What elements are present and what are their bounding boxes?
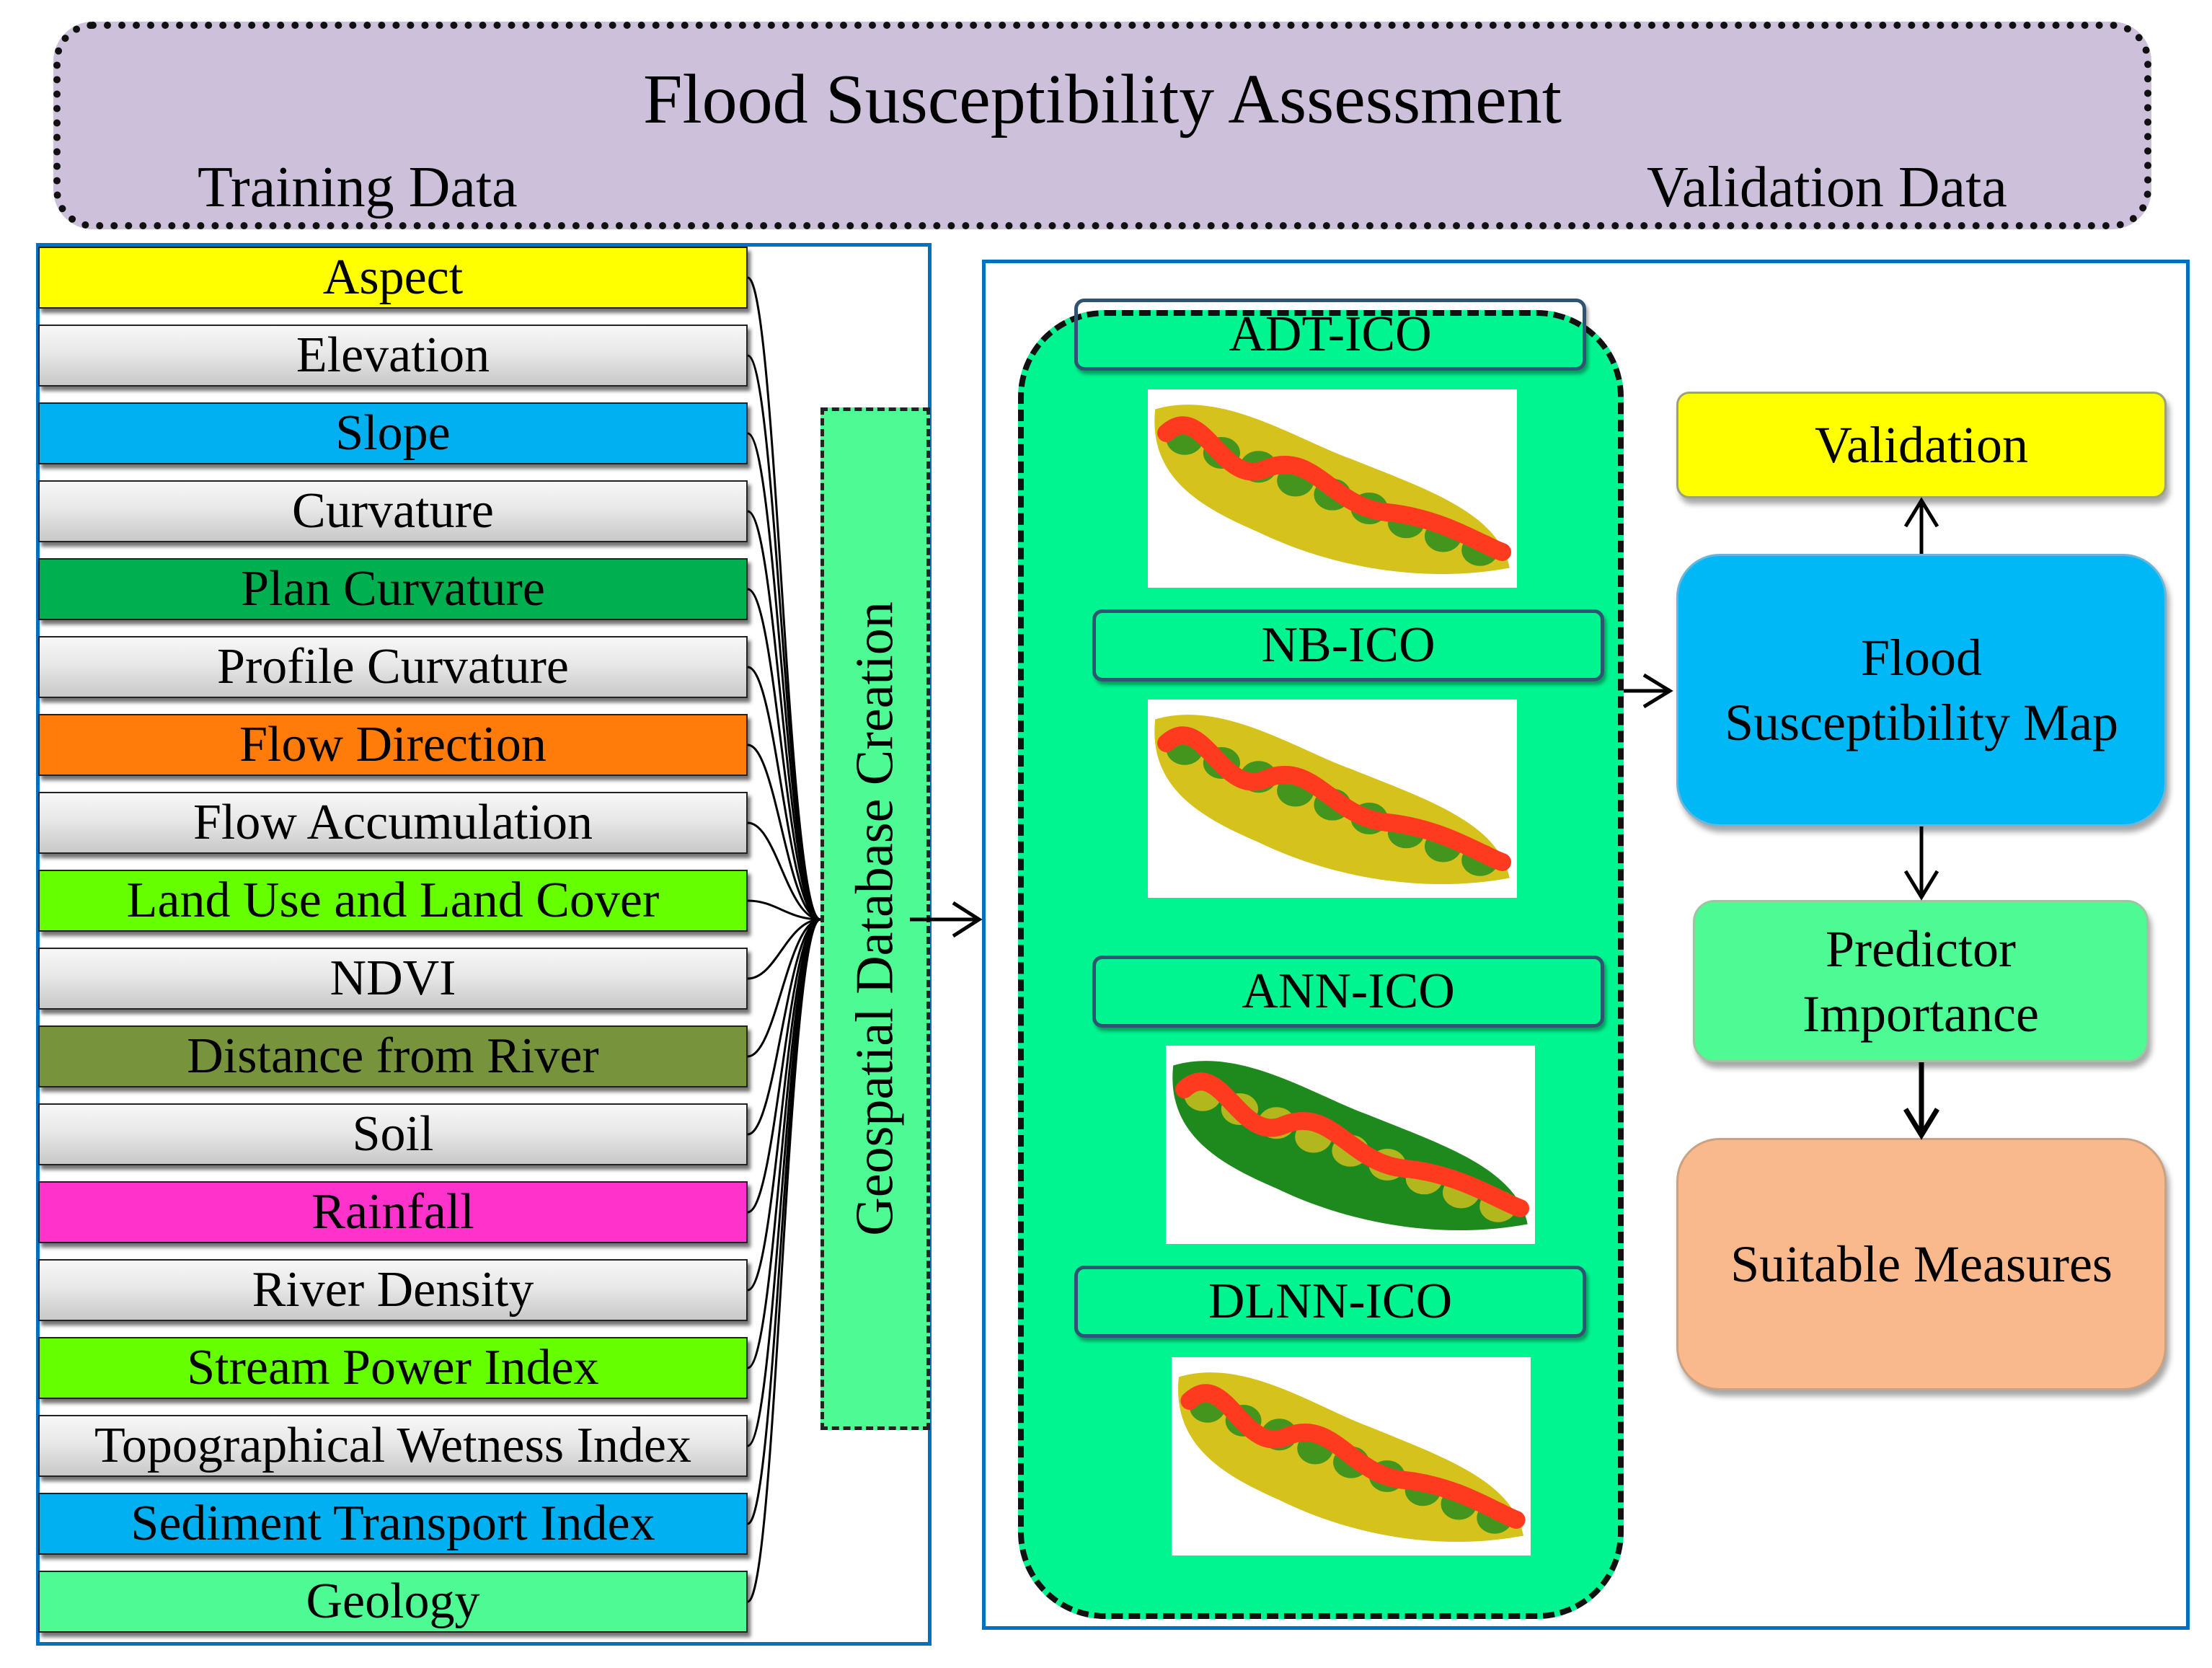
factor-label: Profile Curvature [217, 639, 569, 694]
factor-connector [747, 918, 821, 1136]
factor-label: Curvature [292, 483, 494, 539]
header-banner: Flood Susceptibility Assessment Training… [53, 22, 2151, 229]
factor-label: Aspect [322, 250, 464, 305]
predictor-text-line1: Predictor [1826, 919, 2016, 978]
susceptibility-map-dlnn-ico [1172, 1357, 1531, 1556]
factor-label: NDVI [329, 950, 456, 1006]
factor-connector [747, 918, 821, 1058]
flood-susceptibility-map-box: Flood Susceptibility Map [1676, 554, 2167, 826]
factor-elevation: Elevation [38, 325, 748, 387]
model-name: ANN-ICO [1242, 963, 1455, 1019]
validation-text: Validation [1815, 416, 2028, 474]
factor-distance-from-river: Distance from River [38, 1025, 748, 1087]
factor-topographical-wetness-index: Topographical Wetness Index [38, 1415, 748, 1477]
suitable-measures-box: Suitable Measures [1676, 1138, 2167, 1390]
map-to-validation-arrow [1903, 497, 1939, 554]
factor-sediment-transport-index: Sediment Transport Index [38, 1493, 748, 1555]
factor-to-database-lines [747, 276, 821, 1603]
susceptibility-map-nb-ico [1148, 700, 1517, 898]
factor-curvature: Curvature [38, 480, 748, 542]
model-label-dlnn-ico: DLNN-ICO [1074, 1266, 1586, 1338]
model-label-adt-ico: ADT-ICO [1074, 299, 1586, 371]
factor-connector [747, 276, 821, 921]
factor-connector [747, 588, 821, 921]
factor-label: Geology [306, 1574, 480, 1629]
map-graphic [1172, 1061, 1530, 1231]
factor-flow-direction: Flow Direction [38, 714, 748, 776]
factor-label: Topographical Wetness Index [94, 1418, 691, 1473]
factor-label: Slope [335, 405, 451, 461]
training-data-label: Training Data [198, 156, 518, 219]
model-label-ann-ico: ANN-ICO [1092, 956, 1604, 1028]
factor-connector [747, 918, 821, 980]
factor-plan-curvature: Plan Curvature [38, 558, 748, 620]
predictor-to-measures-arrow [1903, 1062, 1939, 1140]
factor-connector [747, 918, 821, 1369]
factor-geology: Geology [38, 1571, 748, 1633]
factor-profile-curvature: Profile Curvature [38, 636, 748, 698]
factor-connector [747, 743, 821, 921]
factor-connector [747, 666, 821, 921]
susceptibility-map-ann-ico [1166, 1046, 1535, 1244]
factor-label: Sediment Transport Index [130, 1496, 655, 1551]
factor-label: Stream Power Index [187, 1340, 599, 1395]
suitable-measures-text: Suitable Measures [1730, 1235, 2113, 1293]
factor-label: Rainfall [311, 1184, 474, 1240]
factor-label: Soil [352, 1106, 434, 1162]
factor-label: Flow Direction [239, 717, 547, 772]
validation-box: Validation [1676, 392, 2167, 498]
map-text-line2: Susceptibility Map [1725, 694, 2118, 751]
model-label-nb-ico: NB-ICO [1092, 609, 1604, 681]
susceptibility-map-adt-ico [1148, 389, 1517, 588]
factor-soil: Soil [38, 1103, 748, 1165]
model-name: NB-ICO [1261, 617, 1435, 673]
factor-aspect: Aspect [38, 247, 748, 309]
database-to-models-arrow [910, 901, 983, 938]
factor-label: Plan Curvature [241, 561, 545, 617]
factor-rainfall: Rainfall [38, 1181, 748, 1243]
map-to-predictor-arrow [1903, 826, 1939, 901]
model-name: DLNN-ICO [1208, 1274, 1453, 1329]
map-graphic [1178, 1372, 1526, 1543]
factor-ndvi: NDVI [38, 948, 748, 1010]
factor-connector [747, 510, 821, 921]
map-text-line1: Flood [1860, 629, 1983, 687]
factor-land-use-and-land-cover: Land Use and Land Cover [38, 870, 748, 932]
factor-connector [747, 432, 821, 921]
models-to-map-arrow [1624, 673, 1673, 709]
factor-flow-accumulation: Flow Accumulation [38, 792, 748, 854]
factor-label: River Density [252, 1262, 534, 1318]
factor-label: Distance from River [187, 1028, 599, 1084]
model-name: ADT-ICO [1229, 306, 1432, 362]
factor-label: Flow Accumulation [193, 795, 593, 850]
factor-connector [747, 918, 821, 1214]
map-graphic [1154, 405, 1512, 575]
factor-river-density: River Density [38, 1259, 748, 1321]
validation-data-label: Validation Data [1647, 156, 2007, 219]
factor-stream-power-index: Stream Power Index [38, 1337, 748, 1399]
factor-label: Elevation [296, 327, 490, 383]
predictor-text-line2: Importance [1802, 984, 2039, 1043]
factor-slope: Slope [38, 402, 748, 464]
predictor-importance-box: Predictor Importance [1693, 900, 2149, 1062]
factor-connector [747, 899, 821, 921]
diagram-title: Flood Susceptibility Assessment [642, 61, 1562, 138]
map-graphic [1154, 715, 1512, 885]
factor-label: Land Use and Land Cover [126, 873, 660, 928]
modeling-panel [982, 260, 2190, 1630]
factor-connector [747, 918, 821, 1603]
factor-connector [747, 918, 821, 1447]
factor-connector [747, 821, 821, 921]
